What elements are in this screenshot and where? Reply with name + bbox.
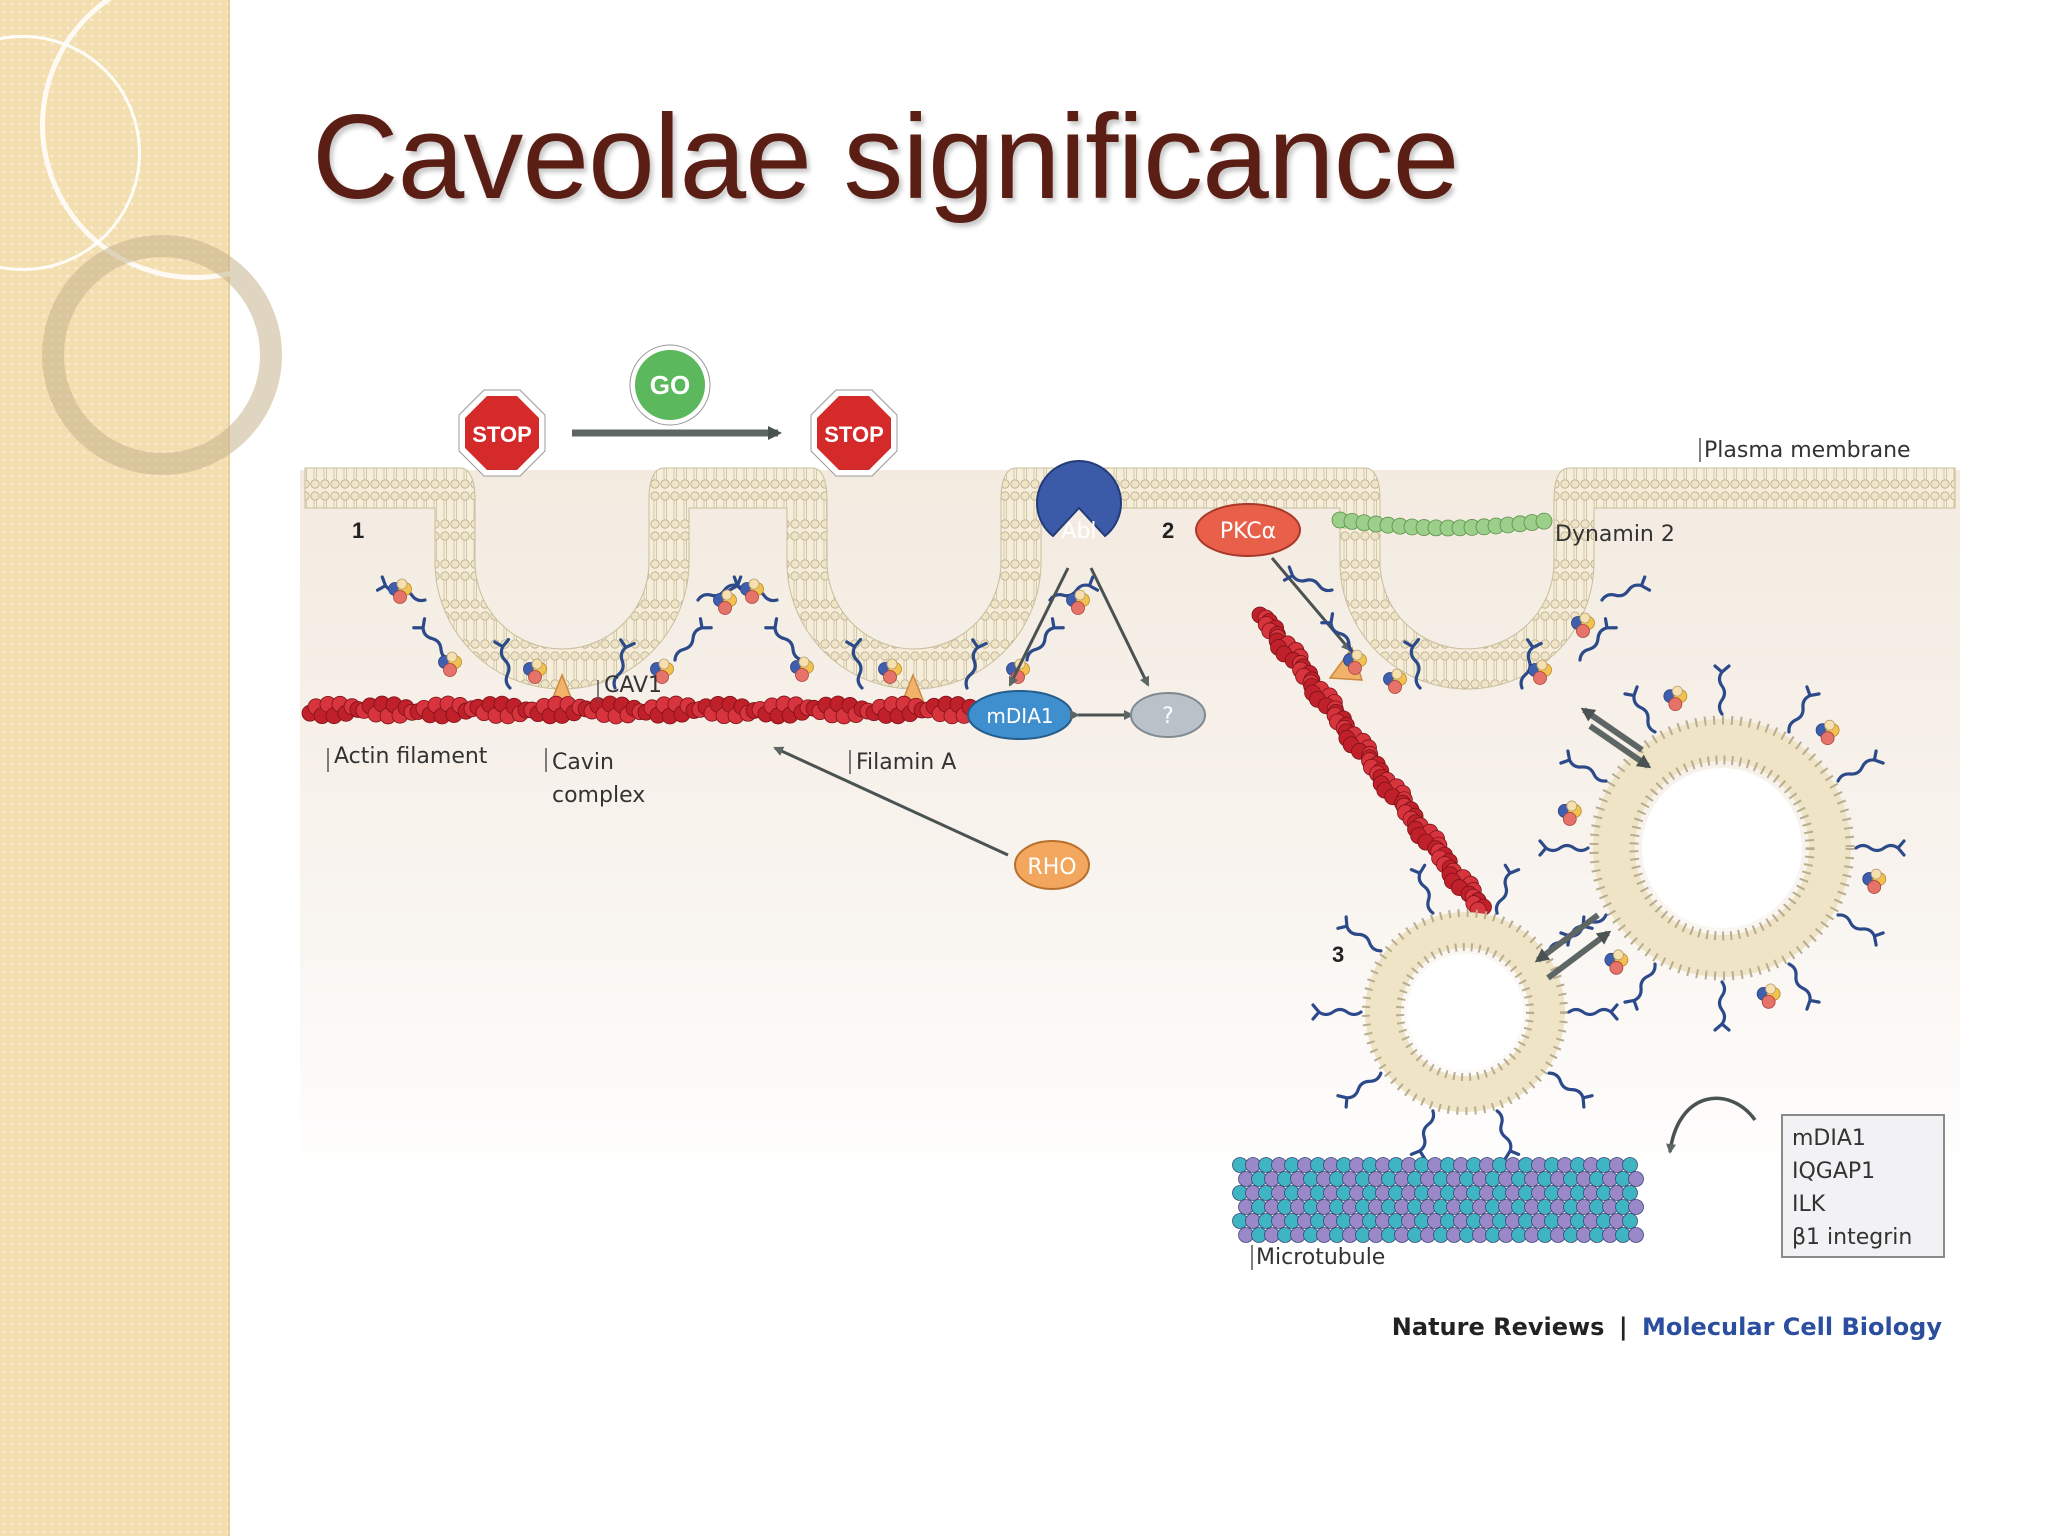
rho-to-actin-arrow: [773, 746, 1009, 857]
decorative-ring: [42, 235, 282, 475]
pkc-alpha: PKCα: [1195, 503, 1301, 557]
actin-filament-label: Actin filament: [334, 744, 488, 769]
abl-to-mdia1-arrow: [1008, 567, 1070, 687]
internalized-caveola: [1589, 715, 1855, 981]
unknown-effector-label: ?: [1162, 704, 1174, 729]
decorative-side-band: [0, 0, 350, 1536]
step-number-2: 2: [1162, 518, 1174, 543]
cavin-complex-label: complex: [552, 783, 645, 808]
stop-sign-label: STOP: [472, 422, 532, 447]
caveolae-figure: STOP STOP GO 1 2 3 Abl mDIA1 ? RHO PKCα: [300, 330, 1960, 1370]
subunit: [1622, 1185, 1638, 1201]
go-sign: GO: [629, 344, 711, 426]
rho-gtpase: RHO: [1014, 840, 1090, 890]
step-number-1: 1: [352, 518, 364, 543]
pkc-arrow: [1270, 557, 1352, 652]
go-sign-label: GO: [650, 370, 690, 400]
step-number-3: 3: [1332, 942, 1344, 967]
regulator-item: ILK: [1792, 1192, 1826, 1217]
actin-filament-diagonal: [1251, 606, 1492, 919]
abl-to-unknown-arrow: [1089, 567, 1150, 687]
plasma-membrane-label: Plasma membrane: [1704, 438, 1911, 463]
stop-sign-label: STOP: [824, 422, 884, 447]
plasma-membrane: [304, 467, 1956, 690]
subunit: [1628, 1227, 1644, 1243]
microtubule-bound-caveola: [1362, 909, 1568, 1115]
rho-label: RHO: [1027, 855, 1076, 880]
microtubule-label: Microtubule: [1256, 1245, 1385, 1270]
trafficking-arrows-upper: [1580, 707, 1652, 769]
microtubule: [1232, 1157, 1644, 1243]
abl-kinase: Abl: [1036, 460, 1122, 544]
regulator-item: mDIA1: [1792, 1126, 1866, 1151]
pkc-label: PKCα: [1220, 519, 1276, 544]
slide-title: Caveolae significance: [312, 90, 1459, 224]
dynamin-2-ring: [1331, 511, 1553, 537]
credit-separator: |: [1619, 1313, 1628, 1341]
mdia1-protein: mDIA1: [967, 690, 1073, 740]
subunit: [1622, 1157, 1638, 1173]
microtubule-regulators-box: mDIA1 IQGAP1 ILK β1 integrin: [1781, 1114, 1945, 1258]
figure-credit: Nature Reviews | Molecular Cell Biology: [1392, 1313, 1943, 1341]
stop-sign: STOP: [458, 389, 546, 477]
actin-filament: [301, 695, 1009, 725]
credit-section: Molecular Cell Biology: [1642, 1313, 1942, 1341]
stop-sign: STOP: [810, 389, 898, 477]
subunit: [1628, 1171, 1644, 1187]
dynamin-2-label: Dynamin 2: [1555, 522, 1675, 547]
cavin-complex-label: Cavin: [552, 750, 614, 775]
trafficking-arrows-lower: [1534, 912, 1612, 981]
regulator-item: IQGAP1: [1792, 1159, 1875, 1184]
cav1-label: CAV1: [604, 673, 662, 698]
credit-journal: Nature Reviews: [1392, 1313, 1605, 1341]
subunit: [1622, 1213, 1638, 1229]
regulator-item: β1 integrin: [1792, 1225, 1912, 1250]
regulator-curved-arrow: [1666, 1096, 1757, 1154]
filamin-a-label: Filamin A: [856, 750, 956, 775]
abl-label: Abl: [1061, 519, 1096, 544]
subunit: [1535, 512, 1553, 530]
unknown-effector: ?: [1130, 692, 1206, 738]
mdia1-label: mDIA1: [986, 704, 1053, 728]
subunit: [1628, 1199, 1644, 1215]
